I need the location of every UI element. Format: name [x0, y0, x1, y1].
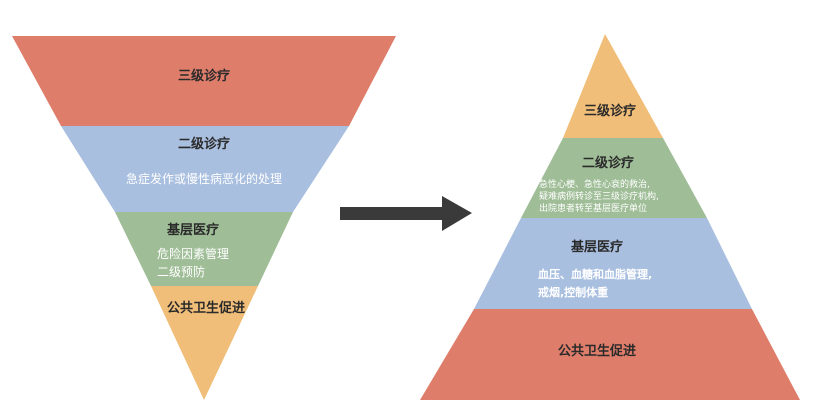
inverted-tertiary-label: 三级诊疗 [178, 68, 230, 84]
upright-secondary-text-2: 疑难病例转诊至三级诊疗机构, [539, 190, 659, 202]
upright-tier-secondary [521, 138, 707, 218]
transition-arrow-icon [340, 196, 472, 231]
inverted-secondary-text: 急症发作或慢性病恶化的处理 [126, 171, 282, 186]
upright-secondary-text-3: 出院患者转至基层医疗单位 [539, 202, 647, 214]
upright-tier-primary [474, 218, 752, 309]
inverted-primary-label: 基层医疗 [166, 222, 219, 238]
upright-tier-public-health [420, 309, 800, 400]
upright-pyramid: 三级诊疗 二级诊疗 急性心梗、急性心衰的救治, 疑难病例转诊至三级诊疗机构, 出… [420, 34, 800, 400]
inverted-tier-secondary [61, 126, 349, 212]
upright-primary-label: 基层医疗 [570, 239, 623, 255]
inverted-primary-text-1: 危险因素管理 [157, 246, 229, 261]
upright-primary-text-1: 血压、血糖和血脂管理, [538, 267, 652, 281]
upright-public-health-label: 公共卫生促进 [558, 343, 636, 359]
upright-primary-text-2: 戒烟,控制体重 [538, 285, 608, 299]
upright-tertiary-label: 三级诊疗 [584, 103, 636, 119]
inverted-primary-text-2: 二级预防 [157, 264, 205, 279]
inverted-public-health-label: 公共卫生促进 [167, 300, 245, 316]
inverted-secondary-label: 二级诊疗 [178, 136, 230, 152]
upright-tier-tertiary [563, 34, 663, 138]
upright-secondary-label: 二级诊疗 [582, 155, 634, 171]
inverted-tier-public-health [151, 286, 258, 400]
inverted-pyramid: 三级诊疗 二级诊疗 急症发作或慢性病恶化的处理 基层医疗 危险因素管理 二级预防… [12, 36, 396, 400]
upright-secondary-text-1: 急性心梗、急性心衰的救治, [539, 178, 650, 190]
inverted-tier-tertiary [12, 36, 396, 126]
inverted-tier-primary [115, 212, 293, 286]
